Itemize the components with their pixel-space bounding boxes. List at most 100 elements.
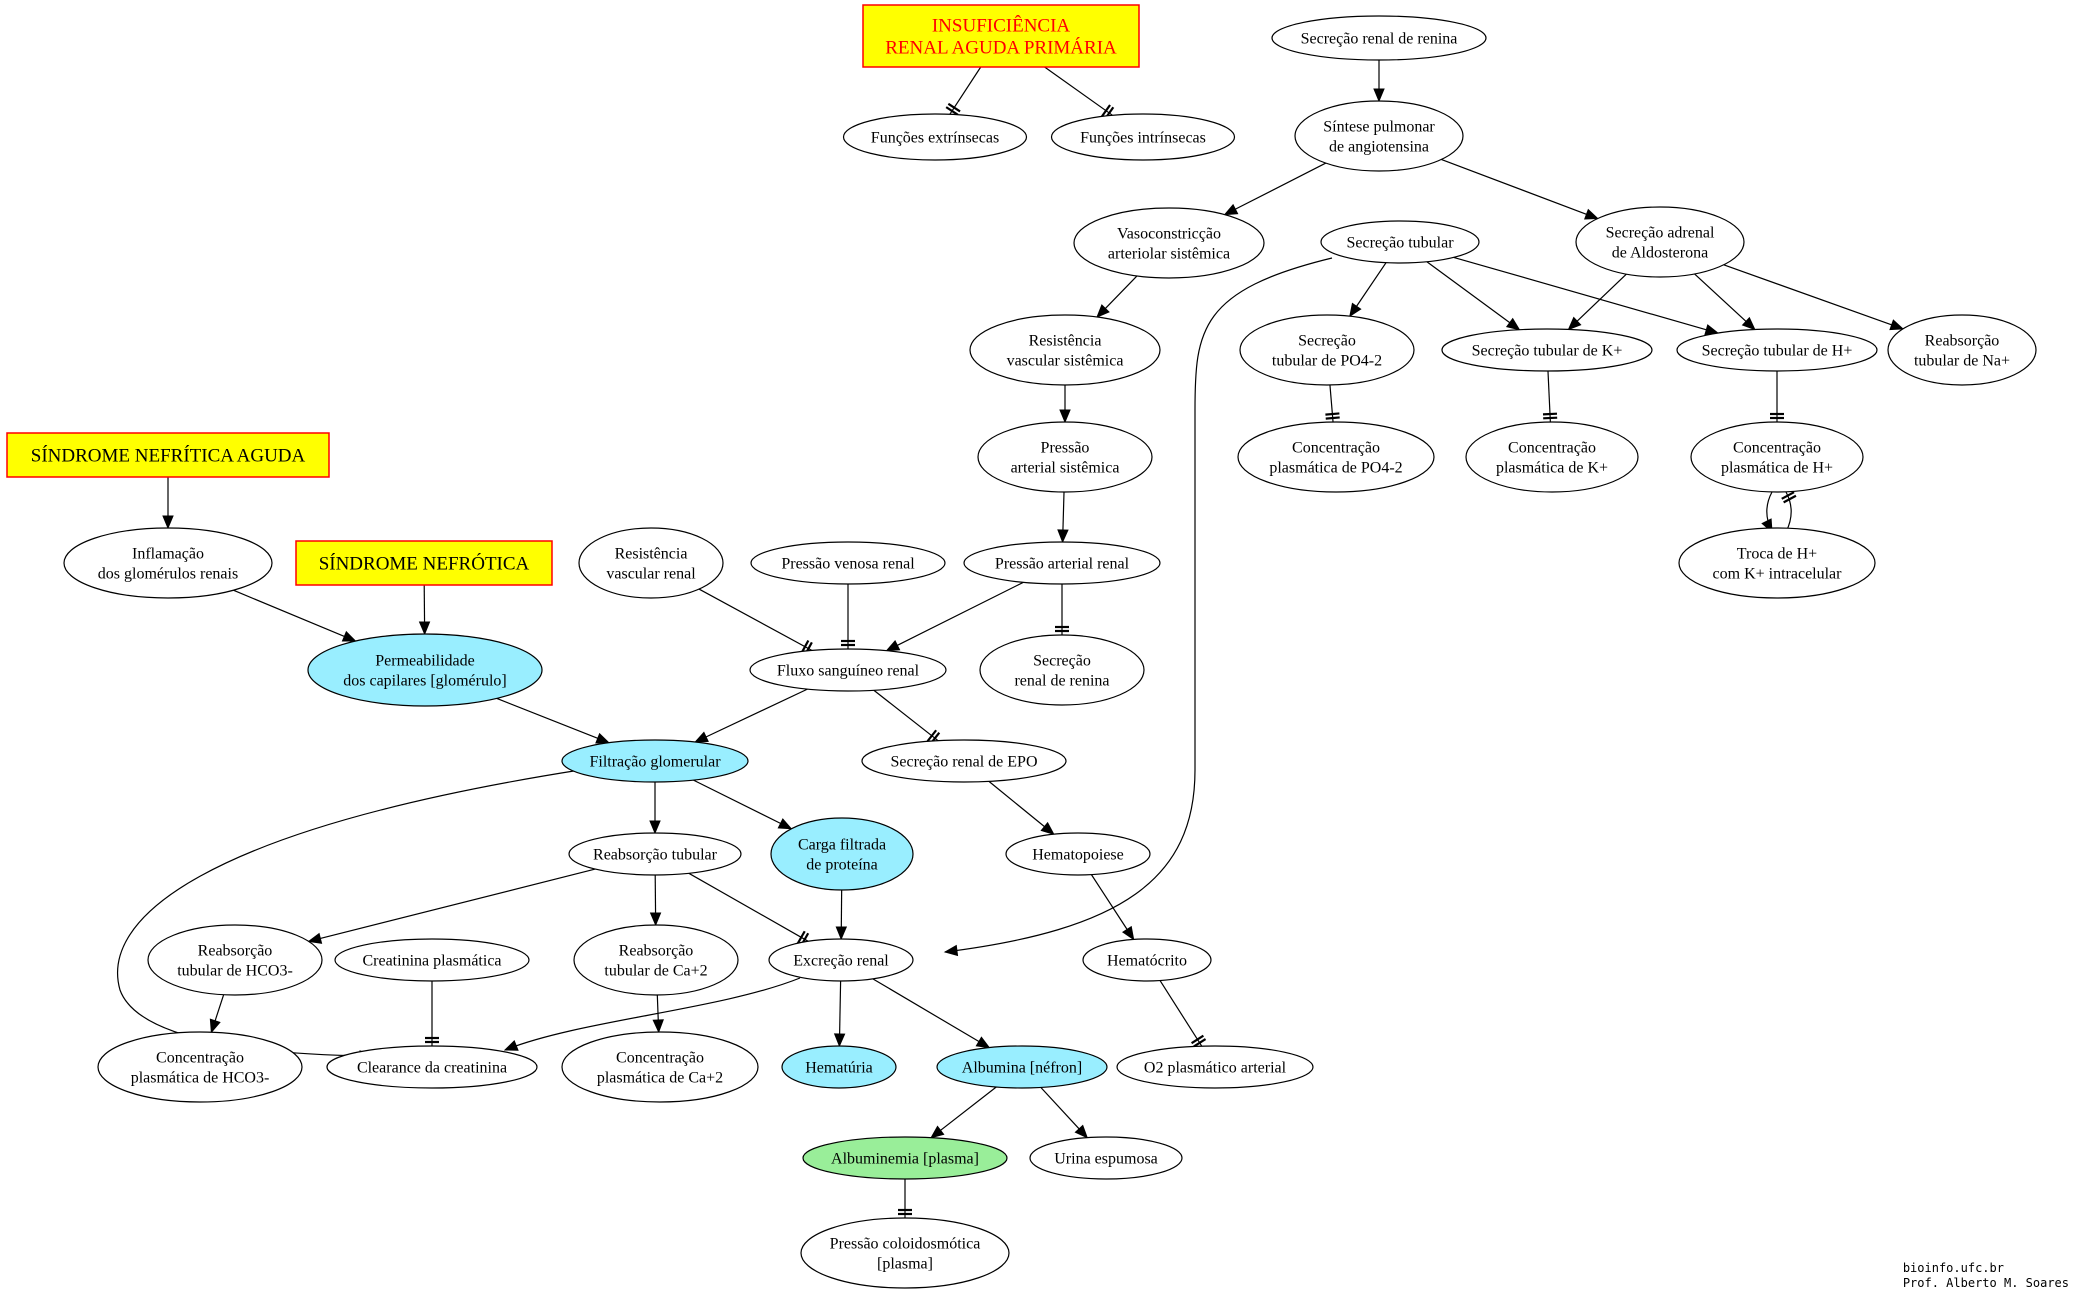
node-label: Secreção adrenal xyxy=(1606,225,1715,242)
edge-fg-to-clear xyxy=(116,769,581,1062)
node-ellipse xyxy=(1575,206,1745,278)
edge-albp-to-pco xyxy=(898,1179,912,1218)
node-label: Hematopoiese xyxy=(1032,847,1124,864)
node-label: plasmática de H+ xyxy=(1721,460,1833,477)
edge-ch-to-troca xyxy=(1761,491,1773,534)
node-ellipse xyxy=(97,1031,303,1103)
node-label: Concentração xyxy=(1508,440,1596,457)
arrow-head xyxy=(1059,409,1071,424)
edge-rthco3-to-chco3 xyxy=(209,994,225,1034)
node-label: Funções extrínsecas xyxy=(871,130,999,147)
node-label: tubular de Ca+2 xyxy=(604,963,707,980)
node-label: Pressão venosa renal xyxy=(781,556,915,573)
tee-head xyxy=(945,102,961,116)
arrow-head xyxy=(1741,316,1756,331)
arrow-head xyxy=(341,630,357,642)
node-label: INSUFICIÊNCIA xyxy=(932,15,1071,37)
node-label: Concentração xyxy=(616,1050,704,1067)
node-label: Permeabilidade xyxy=(375,653,475,670)
node-sad: Secreção adrenal de Aldosterona xyxy=(1575,206,1745,278)
node-label: [plasma] xyxy=(877,1256,933,1273)
tee-head xyxy=(1542,412,1558,420)
node-box xyxy=(295,540,553,586)
arrow-head xyxy=(595,732,611,744)
edges-layer xyxy=(116,60,1905,1218)
arrow-head xyxy=(930,1125,945,1139)
edge-cfp-to-exc xyxy=(835,889,848,941)
edge-alb-to-albp xyxy=(930,1086,997,1139)
node-label: Secreção xyxy=(1033,653,1091,670)
arrow-head xyxy=(975,1036,991,1049)
node-label: Secreção tubular de K+ xyxy=(1472,343,1623,360)
node-label: Pressão xyxy=(1041,440,1090,457)
node-label: Fluxo sanguíneo renal xyxy=(777,663,920,680)
node-label: de Aldosterona xyxy=(1612,245,1708,262)
edge-par-to-fsr xyxy=(885,581,1024,652)
arrow-head xyxy=(1096,304,1110,318)
node-ellipse xyxy=(1887,314,2037,386)
node-o2: O2 plasmático arterial xyxy=(1116,1045,1314,1089)
node-pvr: Pressão venosa renal xyxy=(750,541,946,585)
node-label: arteriolar sistêmica xyxy=(1108,246,1230,263)
node-label: Creatinina plasmática xyxy=(362,953,501,970)
edge-rt-to-rtca xyxy=(649,874,662,927)
edge-sna-to-inf xyxy=(162,477,174,530)
edge-sn-to-perm xyxy=(418,584,431,636)
arrow-head xyxy=(1505,317,1521,331)
node-ellipse xyxy=(977,421,1153,493)
node-hemato: Hematopoiese xyxy=(1005,832,1151,876)
node-label: Funções intrínsecas xyxy=(1080,130,1206,147)
node-label: Hematúria xyxy=(805,1060,873,1077)
arrow-head xyxy=(1121,925,1135,941)
node-ellipse xyxy=(1237,421,1435,493)
node-label: Concentração xyxy=(1292,440,1380,457)
node-label: Pressão coloidosmótica xyxy=(830,1236,981,1253)
node-ellipse xyxy=(573,924,739,996)
tee-head xyxy=(1325,412,1340,420)
edge-stpo4-to-cpo4 xyxy=(1325,384,1340,423)
node-ellipse xyxy=(1294,100,1464,172)
node-label: tubular de Na+ xyxy=(1914,353,2010,370)
node-label: Reabsorção tubular xyxy=(593,847,718,864)
node-ellipse xyxy=(800,1217,1010,1289)
node-ellipse xyxy=(561,1031,759,1103)
node-ellipse xyxy=(1441,328,1653,372)
node-alb: Albumina [néfron] xyxy=(936,1045,1108,1089)
node-hct: Hematócrito xyxy=(1082,938,1212,982)
arrow-head xyxy=(652,1019,664,1034)
edge-fsr-to-epo xyxy=(873,689,941,745)
edge-sad-to-sth xyxy=(1694,273,1756,331)
tee-head xyxy=(425,1036,439,1044)
node-ellipse xyxy=(307,633,543,707)
node-label: tubular de PO4-2 xyxy=(1272,353,1382,370)
node-ellipse xyxy=(802,1136,1008,1180)
edge-vaso-to-rvs xyxy=(1096,275,1138,318)
node-ellipse xyxy=(1320,220,1480,264)
node-ellipse xyxy=(768,938,914,982)
arrow-head xyxy=(1349,302,1362,318)
node-label: Carga filtrada xyxy=(798,837,886,854)
node-ellipse xyxy=(561,739,749,783)
tee-head xyxy=(1190,1034,1207,1048)
edge-pas-to-par xyxy=(1057,491,1069,544)
node-label: Troca de H+ xyxy=(1737,546,1817,563)
node-ellipse xyxy=(842,113,1028,161)
node-sn: SÍNDROME NEFRÓTICA xyxy=(295,540,553,586)
tee-head xyxy=(1770,412,1784,420)
node-sth: Secreção tubular de H+ xyxy=(1676,328,1878,372)
credit-author: Prof. Alberto M. Soares xyxy=(1902,1276,2069,1290)
edge-inf-to-perm xyxy=(233,589,357,642)
node-label: Secreção renal de renina xyxy=(1301,31,1458,48)
node-label: Filtração glomerular xyxy=(589,754,721,771)
edge-stk-to-ck xyxy=(1542,370,1558,423)
node-label: Pressão arterial renal xyxy=(995,556,1130,573)
edge-rt-to-rthco3 xyxy=(307,868,596,944)
